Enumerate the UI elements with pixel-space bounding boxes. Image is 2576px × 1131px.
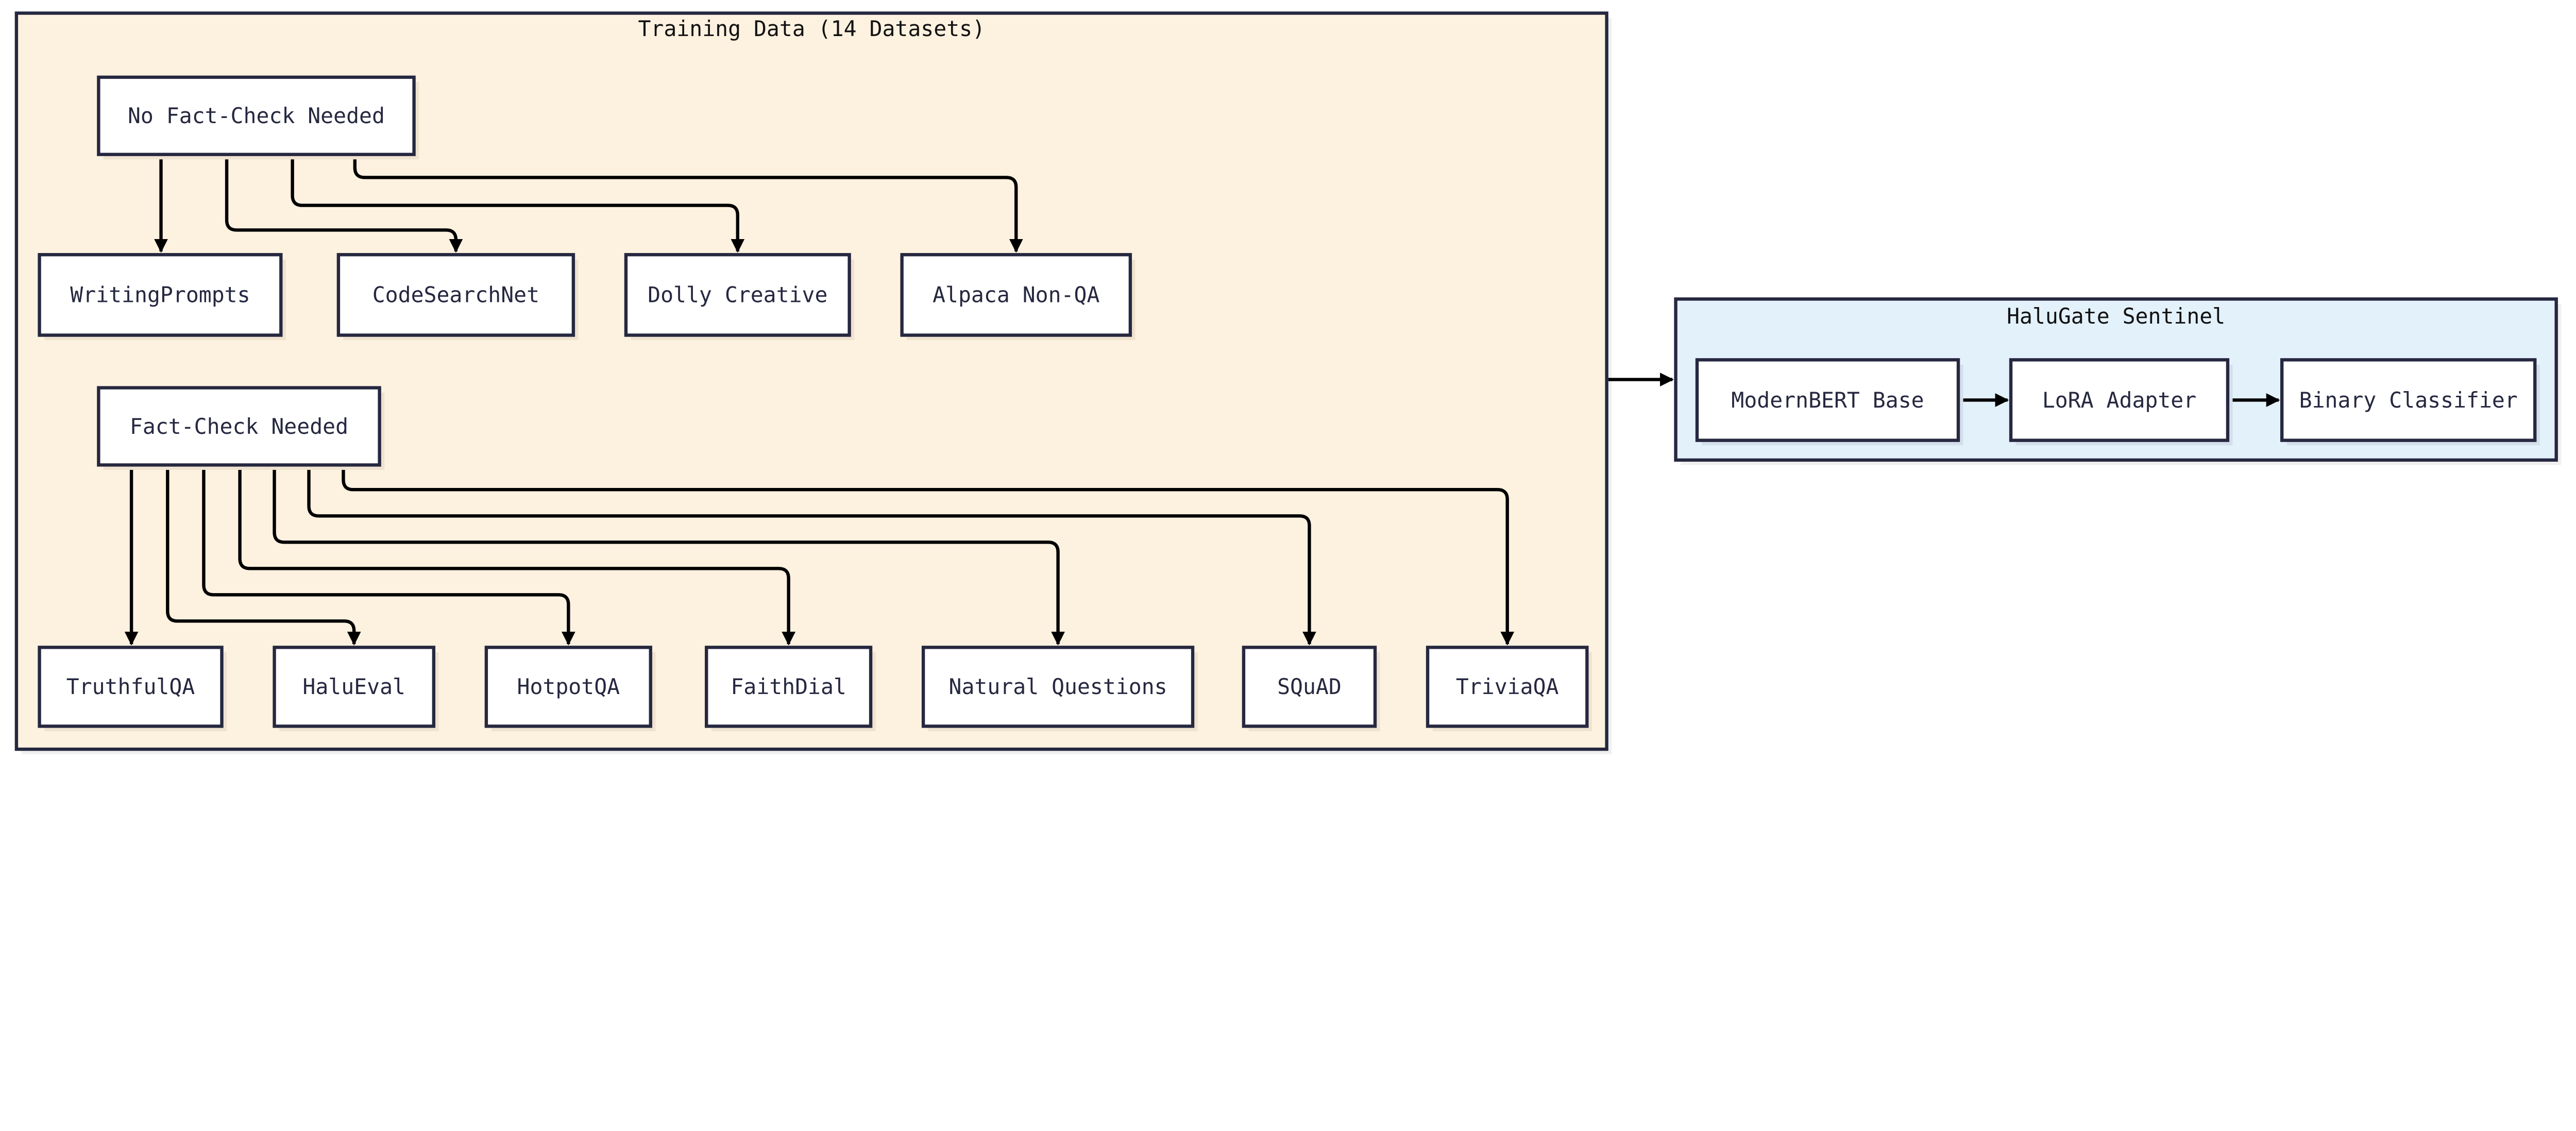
- node-box: [1695, 358, 1960, 442]
- node-label: Natural Questions: [949, 674, 1167, 699]
- group-title: HaluGate Sentinel: [2007, 304, 2225, 329]
- node-label: ModernBERT Base: [1731, 388, 1924, 413]
- node-box: [704, 646, 873, 728]
- node-fact_check[interactable]: Fact-Check Needed: [97, 386, 385, 470]
- edge-no_fact_check-to-dolly: [291, 156, 745, 253]
- node-alpaca[interactable]: Alpaca Non-QA: [900, 253, 1136, 341]
- node-writingprompts[interactable]: WritingPrompts: [38, 253, 286, 341]
- node-box: [624, 253, 851, 337]
- node-box: [38, 646, 224, 728]
- node-label: No Fact-Check Needed: [128, 104, 385, 128]
- node-box: [97, 386, 381, 467]
- edge-fact_check-to-squad: [307, 466, 1316, 646]
- edge-fact_check-to-faithdial: [238, 466, 796, 646]
- node-box: [97, 75, 416, 156]
- node-lora[interactable]: LoRA Adapter: [2009, 358, 2233, 446]
- node-label: WritingPrompts: [70, 283, 250, 308]
- node-box: [2280, 358, 2537, 442]
- node-modernbert[interactable]: ModernBERT Base: [1695, 358, 1963, 446]
- node-hotpotqa[interactable]: HotpotQA: [484, 646, 656, 731]
- node-label: HaluEval: [302, 674, 405, 699]
- node-triviaqa[interactable]: TriviaQA: [1426, 646, 1592, 731]
- edges-layer: [124, 156, 2280, 646]
- node-label: CodeSearchNet: [372, 283, 539, 308]
- node-box: [336, 253, 575, 337]
- node-no_fact_check[interactable]: No Fact-Check Needed: [97, 75, 419, 160]
- edge-no_fact_check-to-codesearchnet: [225, 156, 463, 253]
- node-box: [921, 646, 1195, 728]
- edge-fact_check-to-hotpotqa: [202, 466, 575, 646]
- node-label: TruthfulQA: [66, 674, 195, 699]
- node-box: [1426, 646, 1589, 728]
- edge-no_fact_check-to-alpaca: [353, 156, 1023, 253]
- node-box: [1242, 646, 1377, 728]
- node-label: Alpaca Non-QA: [933, 283, 1099, 308]
- node-box: [2009, 358, 2230, 442]
- node-box: [273, 646, 436, 728]
- node-codesearchnet[interactable]: CodeSearchNet: [336, 253, 579, 341]
- node-dolly[interactable]: Dolly Creative: [624, 253, 855, 341]
- node-box: [484, 646, 652, 728]
- node-label: FaithDial: [731, 674, 846, 699]
- node-label: Binary Classifier: [2299, 388, 2518, 413]
- node-label: Dolly Creative: [648, 283, 827, 308]
- node-squad[interactable]: SQuAD: [1242, 646, 1380, 731]
- diagram-canvas: Training Data (14 Datasets) HaluGate Sent…: [14, 11, 2562, 754]
- node-label: Fact-Check Needed: [130, 414, 348, 439]
- node-box: [900, 253, 1132, 337]
- node-label: HotpotQA: [517, 674, 620, 699]
- node-box: [38, 253, 283, 337]
- group-title: Training Data (14 Datasets): [638, 16, 985, 41]
- node-halueval[interactable]: HaluEval: [273, 646, 439, 731]
- node-label: TriviaQA: [1456, 674, 1559, 699]
- node-truthfulqa[interactable]: TruthfulQA: [38, 646, 227, 731]
- node-label: SQuAD: [1277, 674, 1342, 699]
- edge-fact_check-to-triviaqa: [342, 466, 1515, 646]
- node-label: LoRA Adapter: [2042, 388, 2196, 413]
- node-faithdial[interactable]: FaithDial: [704, 646, 876, 731]
- node-binary[interactable]: Binary Classifier: [2280, 358, 2540, 446]
- edge-fact_check-to-halueval: [166, 466, 361, 646]
- node-nq[interactable]: Natural Questions: [921, 646, 1198, 731]
- edge-fact_check-to-nq: [273, 466, 1065, 646]
